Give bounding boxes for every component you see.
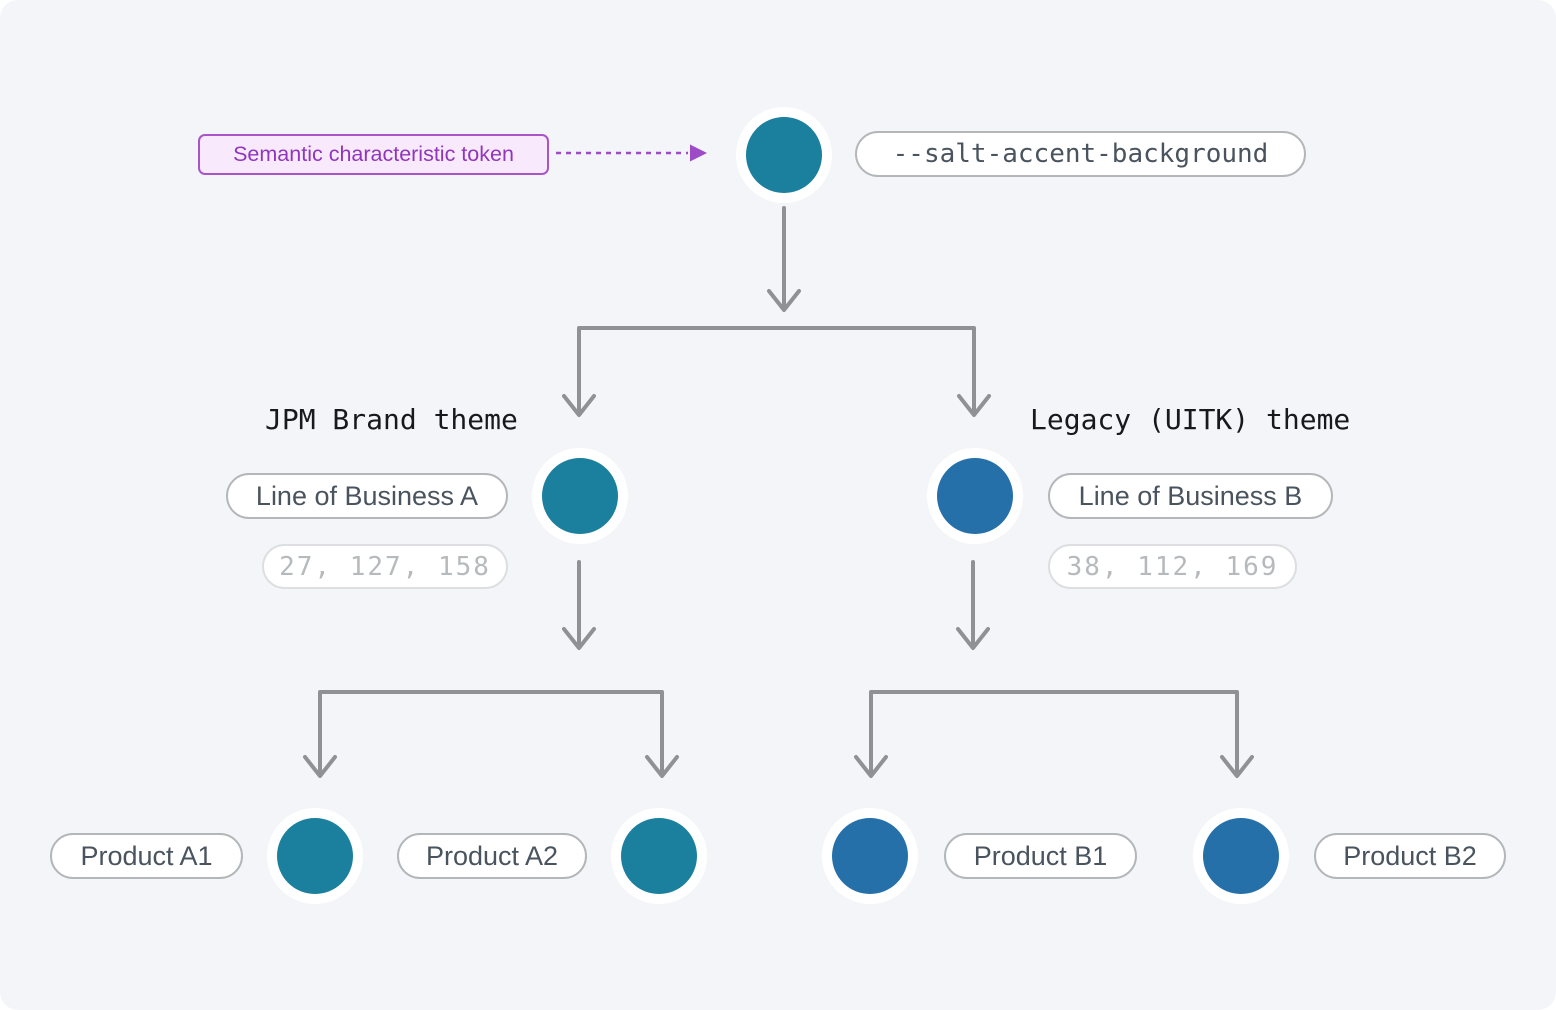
product-b2-swatch [1203, 818, 1279, 894]
arrow-split-themes [562, 326, 991, 417]
annotation-label: Semantic characteristic token [198, 134, 549, 175]
product-a1-swatch [277, 818, 353, 894]
product-b1-node [822, 808, 918, 904]
product-a2-pill: Product A2 [397, 833, 587, 879]
product-b1-swatch [832, 818, 908, 894]
token-swatch [746, 117, 822, 193]
product-a2-swatch [621, 818, 697, 894]
token-pill: --salt-accent-background [855, 131, 1306, 177]
rgb-value-b-pill: 38, 112, 169 [1048, 544, 1297, 589]
product-a2-node [611, 808, 707, 904]
theme-label-jpm-brand: JPM Brand theme [265, 403, 518, 436]
arrow-theme-a-down [562, 560, 596, 650]
product-b1-pill: Product B1 [944, 833, 1137, 879]
product-a1-pill: Product A1 [50, 833, 243, 879]
theme-label-legacy-uitk: Legacy (UITK) theme [1030, 403, 1351, 436]
line-of-business-a-pill: Line of Business A [226, 473, 508, 519]
theme-a-swatch [542, 458, 618, 534]
arrow-split-products-b [854, 690, 1254, 778]
arrow-root-down [767, 206, 801, 312]
annotation-arrowhead-icon [690, 144, 707, 162]
token-node [736, 107, 832, 203]
product-a1-node [267, 808, 363, 904]
product-b2-pill: Product B2 [1314, 833, 1506, 879]
rgb-value-a-pill: 27, 127, 158 [262, 544, 508, 589]
theme-b-node [927, 448, 1023, 544]
product-b2-node [1193, 808, 1289, 904]
line-of-business-b-pill: Line of Business B [1048, 473, 1333, 519]
arrow-theme-b-down [956, 560, 990, 650]
arrow-split-products-a [303, 690, 679, 778]
theme-a-node [532, 448, 628, 544]
theme-b-swatch [937, 458, 1013, 534]
